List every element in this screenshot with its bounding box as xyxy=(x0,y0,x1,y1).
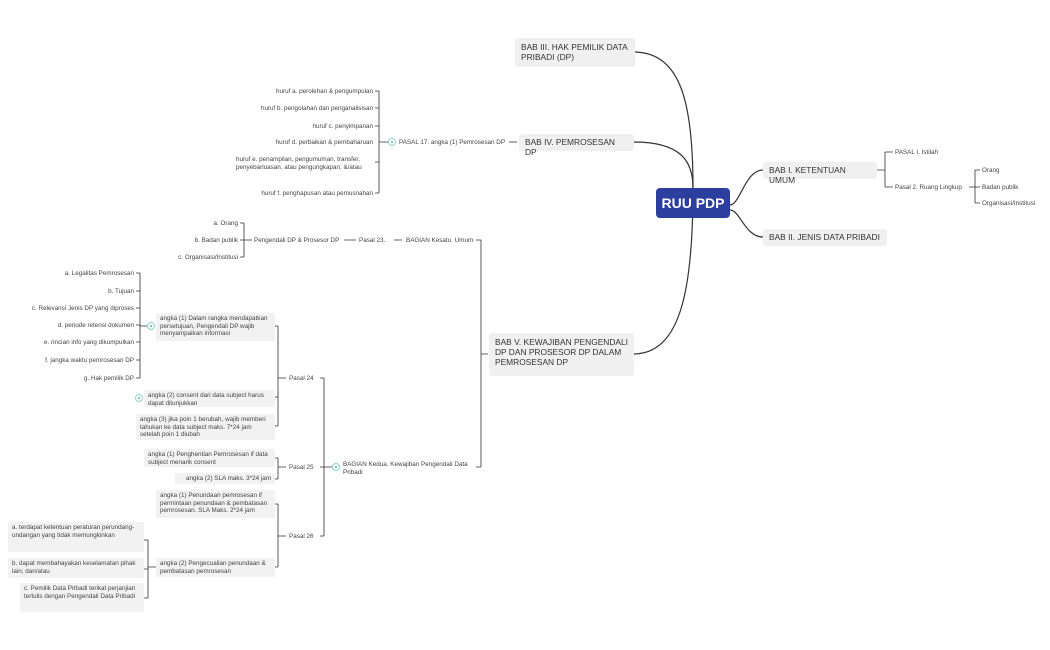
huruf-b[interactable]: huruf b. pengolahan dan penganalisisan xyxy=(240,104,375,114)
pasal25-angka1[interactable]: angka (1) Penghentian Pemrosesan if data… xyxy=(144,449,275,467)
pasal26-node[interactable]: Pasal 26 xyxy=(287,532,320,542)
link-root-bab1 xyxy=(729,169,764,206)
expand-icon[interactable] xyxy=(147,322,155,330)
info-c[interactable]: c. Relevansi Jenis DP yang diproses xyxy=(20,304,136,314)
pasal26-angka2[interactable]: angka (2) Pengecualian penundaan & pemba… xyxy=(156,558,275,577)
info-d[interactable]: d. periode retensi dokumen xyxy=(30,321,136,331)
expand-icon[interactable] xyxy=(135,394,143,402)
pasal24-node[interactable]: Pasal 24 xyxy=(287,374,320,384)
item-orang[interactable]: a. Orang xyxy=(190,219,240,229)
huruf-d[interactable]: huruf d. perbaikan & pembaharuan xyxy=(240,138,375,148)
expand-icon[interactable] xyxy=(332,463,340,471)
pasal23-node[interactable]: Pasal 23. xyxy=(357,236,393,246)
link-root-bab3 xyxy=(632,51,694,189)
lingkup-orang[interactable]: Orang xyxy=(980,166,1020,176)
pasal2-node[interactable]: Pasal 2. Ruang Lingkup xyxy=(893,183,969,193)
pengecualian-a[interactable]: a. terdapat ketentuan peraturan perundan… xyxy=(8,522,144,552)
huruf-f[interactable]: huruf f. penghapusan atau pemusnahan xyxy=(240,189,375,199)
huruf-c[interactable]: huruf c. penyimpanan xyxy=(240,122,375,132)
pengecualian-b[interactable]: b. dapat membahayakan keselamatan pihak … xyxy=(8,558,144,578)
link-root-bab4 xyxy=(632,141,694,189)
pasal24-angka2[interactable]: angka (2) consent dari data subject haru… xyxy=(144,390,275,407)
info-a[interactable]: a. Legalitas Pemrosesan xyxy=(40,269,136,279)
lingkup-badan-publik[interactable]: Badan publik xyxy=(980,183,1030,193)
info-f[interactable]: f. jangka waktu pemrosesan DP xyxy=(20,356,136,366)
bagian1-node[interactable]: BAGIAN Kesatu. Umum xyxy=(404,236,476,246)
bab4-node[interactable]: BAB IV. PEMROSESAN DP xyxy=(519,134,634,157)
bab5-node[interactable]: BAB V. KEWAJIBAN PENGENDALI DP DAN PROSE… xyxy=(489,333,634,376)
pengendali-node[interactable]: Pengendali DP & Prosesor DP xyxy=(252,236,344,246)
pasal1-node[interactable]: PASAL I. Istilah xyxy=(893,148,953,158)
bab3-node[interactable]: BAB III. HAK PEMILIK DATA PRIBADI (DP) xyxy=(515,38,635,67)
link-root-bab5 xyxy=(632,187,694,355)
link-root-bab2 xyxy=(729,209,764,238)
huruf-e[interactable]: huruf e. penampilan, pengumuman, transfe… xyxy=(234,155,374,173)
pasal25-node[interactable]: Pasal 25 xyxy=(287,463,320,473)
item-organisasi[interactable]: c. Organisasi/Institusi xyxy=(160,253,240,263)
pasal17-node[interactable]: PASAL 17. angka (1) Pemrosesan DP xyxy=(397,138,509,148)
pasal24-angka3[interactable]: angka (3) jika poin 1 berubah, wajib mem… xyxy=(136,414,275,440)
info-b[interactable]: b. Tujuan xyxy=(40,287,136,297)
root-node[interactable]: RUU PDP xyxy=(656,188,730,218)
info-g[interactable]: g. Hak pemilik DP xyxy=(40,374,136,384)
pasal26-angka1[interactable]: angka (1) Penundaan pemrosesan if permin… xyxy=(156,490,275,518)
bab1-node[interactable]: BAB I. KETENTUAN UMUM xyxy=(763,162,877,185)
pasal25-angka2[interactable]: angka (2) SLA maks. 3*24 jam xyxy=(175,473,275,484)
bab2-node[interactable]: BAB II. JENIS DATA PRIBADI xyxy=(763,229,887,246)
lingkup-organisasi[interactable]: Organisasi/Institusi xyxy=(980,199,1046,209)
pengecualian-c[interactable]: c. Pemilik Data Pribadi terikat perjanji… xyxy=(20,583,144,612)
expand-icon[interactable] xyxy=(388,138,396,146)
huruf-a[interactable]: huruf a. perolehan & pengumpulan xyxy=(240,87,375,97)
item-badan-publik[interactable]: b. Badan publik xyxy=(180,236,240,246)
pasal24-angka1[interactable]: angka (1) Dalam rangka mendapatkan perse… xyxy=(156,313,275,341)
info-e[interactable]: e. rincian info yang dikumpulkan xyxy=(20,338,136,348)
bagian2-node[interactable]: BAGIAN Kedua. Kewajiban Pengendali Data … xyxy=(341,460,476,478)
